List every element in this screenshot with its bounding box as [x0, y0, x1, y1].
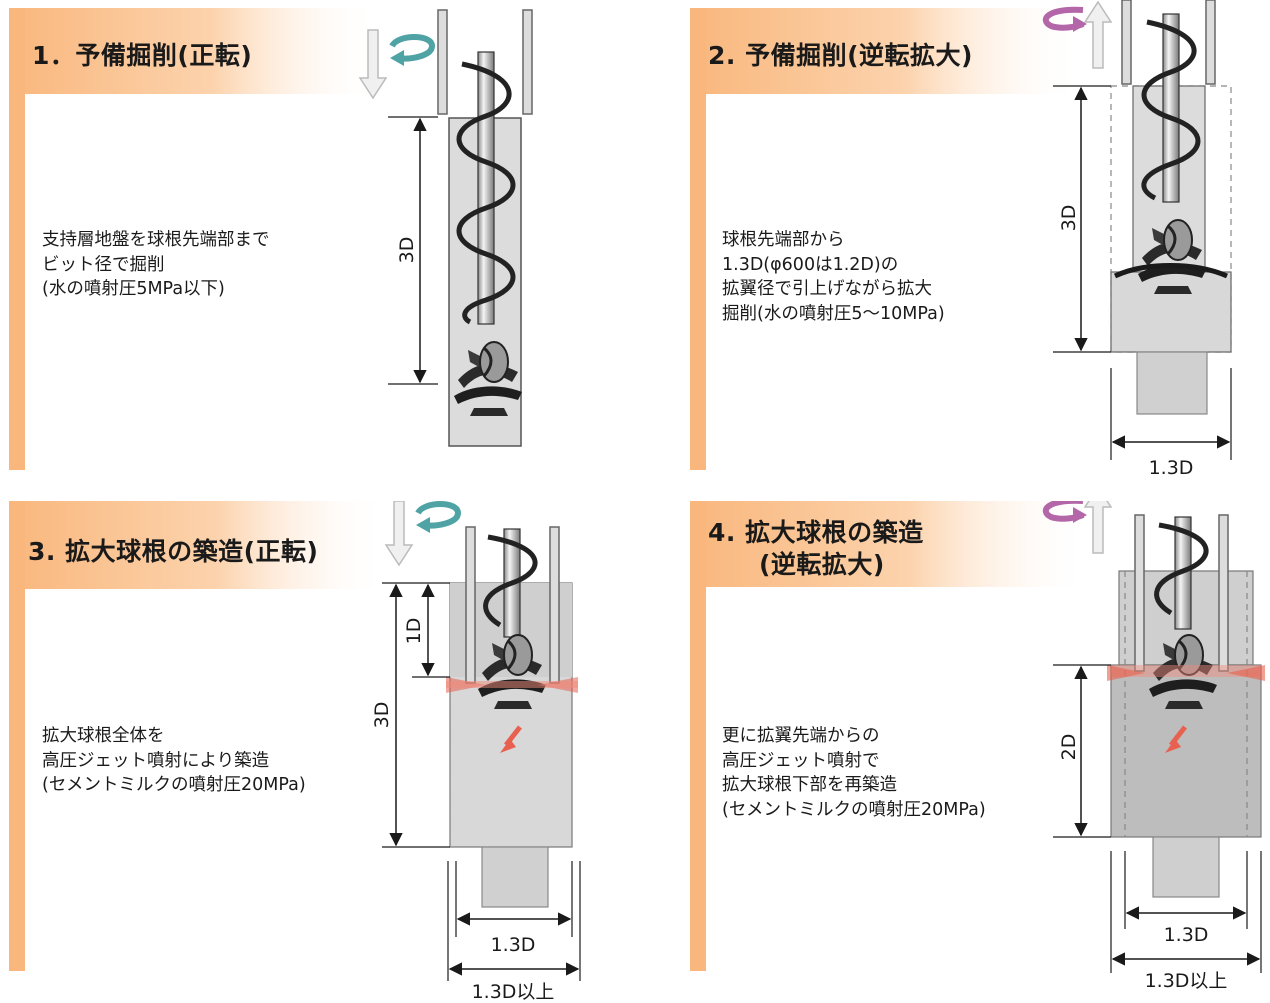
auger-spiral	[1141, 19, 1201, 201]
dimension-width-label: 1.3D	[491, 934, 536, 956]
step-1-panel: 1．予備掘削(正転) 支持層地盤を球根先端部まで ビット径で掘削 (水の噴射圧5…	[0, 0, 635, 501]
auger-shaft	[1162, 13, 1180, 203]
casing-right	[522, 9, 533, 115]
step-3-description: 拡大球根全体を 高圧ジェット噴射により築造 (セメントミルクの噴射圧20MPa)	[42, 724, 306, 798]
step-4-description: 更に拡翼先端からの 高圧ジェット噴射で 拡大球根下部を再築造 (セメントミルクの…	[722, 724, 986, 822]
step-4-figure: 2D 1.3D 1.3D以上	[1042, 501, 1265, 992]
clockwise-rotation-icon	[415, 501, 462, 533]
step-2-title: 2. 予備掘削(逆転拡大)	[708, 41, 973, 70]
up-arrow-icon	[1083, 501, 1113, 554]
casing-right	[1218, 514, 1229, 672]
desc-line: 拡大球根全体を	[42, 726, 165, 746]
enlarged-bulb	[1110, 271, 1232, 353]
dimension-1d-label: 1D	[403, 618, 425, 645]
desc-line: (セメントミルクの噴射圧20MPa)	[42, 775, 306, 795]
desc-line: 1.3D(φ600は1.2D)の	[722, 254, 899, 275]
casing-left	[465, 526, 476, 684]
dimension-width-min-label: 1.3D以上	[1145, 970, 1228, 992]
desc-line: 拡翼径で引上げながら拡大	[722, 279, 932, 299]
dimension-width-label: 1.3D	[1149, 457, 1194, 479]
pile-tip	[1136, 351, 1208, 415]
step-4-title: 4. 拡大球根の築造	[708, 518, 924, 547]
dimension-3d-label: 3D	[371, 702, 393, 729]
clockwise-rotation-icon	[389, 34, 436, 66]
step-1-figure: 3D	[358, 9, 533, 447]
auger-spiral	[1154, 522, 1209, 616]
dimension-2d-label: 2D	[1058, 734, 1080, 761]
casing-right	[1205, 0, 1216, 85]
pile-tip	[481, 846, 549, 908]
enlarged-bulb	[1110, 664, 1262, 838]
casing-right	[549, 526, 560, 684]
desc-line: ビット径で掘削	[42, 254, 165, 275]
step-2-panel: 2. 予備掘削(逆転拡大) 球根先端部から 1.3D(φ600は1.2D)の 拡…	[635, 0, 1270, 501]
up-arrow-icon	[1083, 0, 1113, 69]
step-4-panel: 4. 拡大球根の築造 (逆転拡大) 更に拡翼先端からの 高圧ジェット噴射で 拡大…	[635, 501, 1270, 1002]
desc-line: 拡大球根下部を再築造	[722, 775, 897, 795]
dimension-width-label: 1.3D	[1164, 924, 1209, 946]
desc-line: 高圧ジェット噴射で	[722, 750, 880, 771]
dimension-3d-label: 3D	[1058, 205, 1080, 232]
pile-tip	[1152, 836, 1220, 898]
casing-left	[1121, 0, 1132, 85]
desc-line: 支持層地盤を球根先端部まで	[42, 230, 270, 250]
step-3-figure: 1D 3D 1.3D 1.3D以上	[371, 501, 581, 1002]
jet-spray-icon	[446, 677, 578, 753]
desc-line: 高圧ジェット噴射により築造	[42, 750, 270, 771]
desc-line: 掘削(水の噴射圧5〜10MPa)	[722, 303, 945, 324]
step-3-title: 3. 拡大球根の築造(正転)	[28, 537, 319, 566]
step-3-panel: 3. 拡大球根の築造(正転) 拡大球根全体を 高圧ジェット噴射により築造 (セメ…	[0, 501, 635, 1002]
auger-shaft	[477, 51, 495, 325]
desc-line: (セメントミルクの噴射圧20MPa)	[722, 799, 986, 820]
desc-line: (水の噴射圧5MPa以下)	[42, 279, 225, 299]
down-arrow-icon	[384, 501, 414, 567]
step-1-title: 1．予備掘削(正転)	[32, 41, 253, 70]
expansion-wing	[1113, 263, 1229, 279]
desc-line: 更に拡翼先端からの	[722, 726, 880, 746]
auger-spiral	[456, 61, 516, 325]
step-2-description: 球根先端部から 1.3D(φ600は1.2D)の 拡翼径で引上げながら拡大 掘削…	[722, 228, 945, 326]
casing-left	[437, 9, 448, 115]
step-2-figure: 3D 1.3D	[1042, 0, 1232, 479]
counter-rotation-icon	[1042, 501, 1087, 523]
auger-spiral	[483, 534, 538, 628]
down-arrow-icon	[358, 29, 388, 100]
step-1-description: 支持層地盤を球根先端部まで ビット径で掘削 (水の噴射圧5MPa以下)	[42, 228, 270, 302]
dimension-3d-label: 3D	[396, 237, 418, 264]
dimension-width-min-label: 1.3D以上	[472, 981, 555, 1002]
casing-left	[1134, 514, 1145, 672]
step-4-title-sub: (逆転拡大)	[759, 550, 885, 579]
desc-line: 球根先端部から	[722, 230, 845, 250]
counter-rotation-icon	[1042, 6, 1087, 32]
jet-spray-icon	[1107, 665, 1265, 753]
